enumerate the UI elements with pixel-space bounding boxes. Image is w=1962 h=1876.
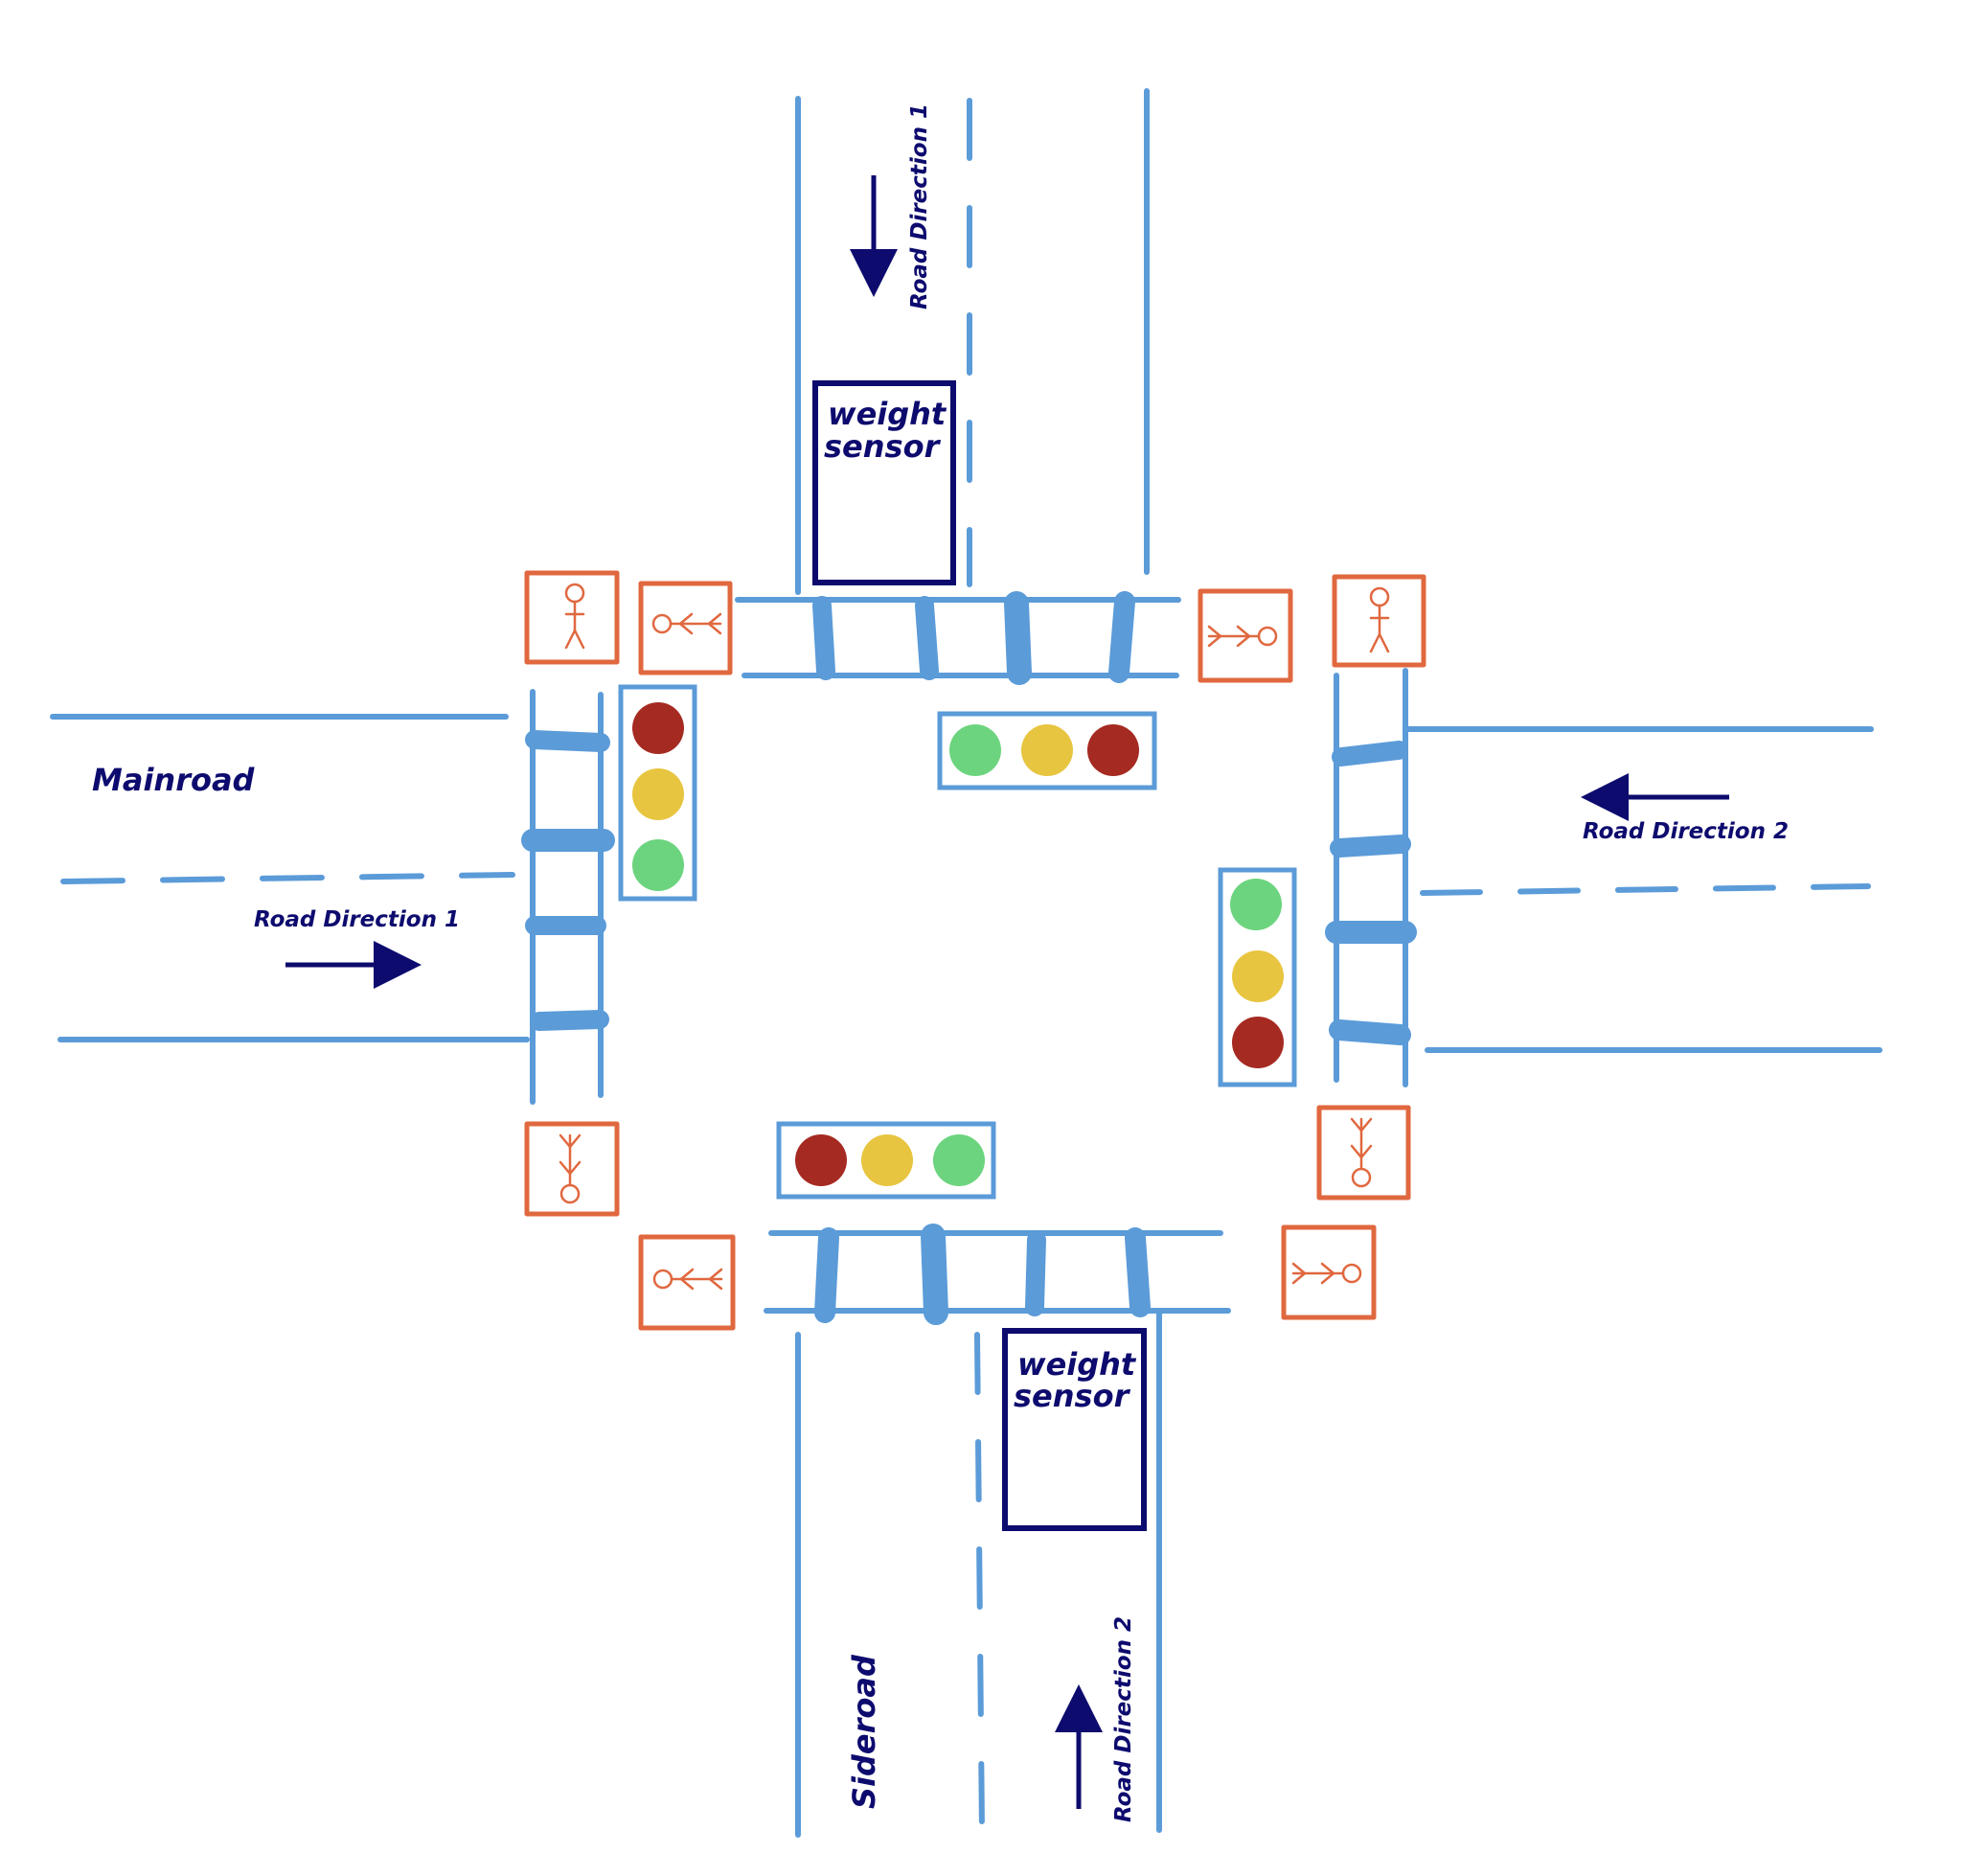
yellow-light bbox=[861, 1134, 913, 1186]
weight-sensor-box bbox=[1002, 1328, 1147, 1531]
crosswalk-stripe bbox=[1004, 591, 1032, 685]
green-light bbox=[933, 1134, 985, 1186]
red-light bbox=[632, 702, 684, 754]
pedestrian-left-icon bbox=[652, 1268, 723, 1291]
road-direction-label-top: Road Direction 1 bbox=[907, 103, 932, 309]
pedestrian-signal-se-right bbox=[1281, 1224, 1377, 1320]
yellow-light bbox=[1232, 950, 1284, 1002]
red-light bbox=[1087, 724, 1139, 776]
weight-sensor-south: weight sensor bbox=[1002, 1328, 1147, 1531]
north-road bbox=[795, 88, 1150, 595]
pedestrian-right-icon bbox=[1291, 1262, 1362, 1285]
sideroad-label: Sideroad bbox=[846, 1654, 882, 1809]
weight-sensor-label-line2: sensor bbox=[1014, 1378, 1131, 1414]
weight-sensor-label-line2: sensor bbox=[824, 428, 942, 465]
traffic-light-housing bbox=[776, 1121, 996, 1200]
traffic-light-west bbox=[618, 684, 697, 902]
yellow-light bbox=[1021, 724, 1073, 776]
traffic-light-east bbox=[1218, 867, 1297, 1087]
direction-arrows bbox=[285, 175, 1729, 1809]
pedestrian-signal-box bbox=[524, 570, 620, 665]
crosswalk-stripe bbox=[1025, 1230, 1046, 1316]
yellow-light bbox=[632, 768, 684, 820]
pedestrian-walk-icon bbox=[1369, 586, 1390, 653]
east-road-center-dash bbox=[1420, 883, 1871, 896]
pedestrian-signal-se-down bbox=[1316, 1105, 1411, 1201]
pedestrian-signal-sw-left bbox=[638, 1234, 736, 1331]
crosswalk-west bbox=[521, 689, 615, 1105]
crosswalk-north bbox=[735, 591, 1181, 685]
red-light bbox=[795, 1134, 847, 1186]
pedestrian-signal-box bbox=[638, 1234, 736, 1331]
crosswalk-east bbox=[1325, 668, 1417, 1087]
east-road bbox=[1405, 726, 1882, 1053]
west-road bbox=[50, 714, 530, 1042]
mainroad-label: Mainroad bbox=[92, 762, 256, 798]
crosswalk-stripe bbox=[1329, 1019, 1411, 1045]
weight-sensor-label-line1: weight bbox=[1017, 1346, 1137, 1383]
pedestrian-signal-box bbox=[1281, 1224, 1377, 1320]
pedestrian-signal-nw-left bbox=[638, 581, 733, 675]
crosswalk-stripe bbox=[1108, 591, 1135, 683]
crosswalk-stripe bbox=[915, 596, 939, 680]
red-light bbox=[1232, 1017, 1284, 1068]
pedestrian-signal-nw-standing bbox=[524, 570, 620, 665]
pedestrian-signal-box bbox=[1316, 1105, 1411, 1201]
green-light bbox=[632, 839, 684, 891]
crosswalk-stripe bbox=[530, 1010, 609, 1031]
pedestrian-right-icon bbox=[1207, 625, 1278, 648]
crosswalk-stripe bbox=[1332, 741, 1408, 766]
road-direction-label-bottom: Road Direction 2 bbox=[1111, 1616, 1136, 1822]
traffic-light-north bbox=[937, 711, 1157, 790]
weight-sensor-label-line1: weight bbox=[828, 396, 947, 432]
pedestrian-down-icon bbox=[1350, 1117, 1373, 1188]
pedestrian-down-icon bbox=[559, 1133, 582, 1204]
traffic-light-south bbox=[776, 1121, 996, 1200]
traffic-light-housing bbox=[937, 711, 1157, 790]
pedestrian-signal-sw-down bbox=[524, 1121, 620, 1217]
weight-sensor-north: weight sensor bbox=[812, 380, 956, 585]
pedestrian-signal-box bbox=[1198, 588, 1293, 683]
pedestrian-signal-box bbox=[638, 581, 733, 675]
traffic-light-housing bbox=[1218, 867, 1297, 1087]
pedestrian-signal-box bbox=[1332, 574, 1426, 668]
pedestrian-signal-box bbox=[524, 1121, 620, 1217]
road-direction-label-right: Road Direction 2 bbox=[1583, 819, 1789, 844]
west-road-center-dash bbox=[60, 872, 515, 884]
pedestrian-walk-icon bbox=[564, 583, 585, 650]
green-light bbox=[949, 724, 1001, 776]
crosswalk-south bbox=[764, 1224, 1231, 1325]
pedestrian-signal-ne-right bbox=[1198, 588, 1293, 683]
crosswalk-stripe bbox=[1125, 1227, 1151, 1317]
crosswalk-stripe bbox=[525, 730, 610, 752]
green-light bbox=[1230, 879, 1282, 930]
crosswalk-stripe bbox=[812, 596, 835, 680]
crosswalk-stripe bbox=[814, 1227, 839, 1323]
road-direction-label-left: Road Direction 1 bbox=[254, 907, 460, 932]
pedestrian-signal-ne-standing bbox=[1332, 574, 1426, 668]
traffic-light-housing bbox=[618, 684, 697, 902]
crosswalk-stripe bbox=[921, 1224, 948, 1325]
pedestrian-left-icon bbox=[651, 612, 722, 635]
south-road-center-dash bbox=[974, 1332, 985, 1835]
crosswalk-stripe bbox=[1330, 835, 1411, 858]
south-road bbox=[795, 1308, 1162, 1838]
weight-sensor-box bbox=[812, 380, 956, 585]
